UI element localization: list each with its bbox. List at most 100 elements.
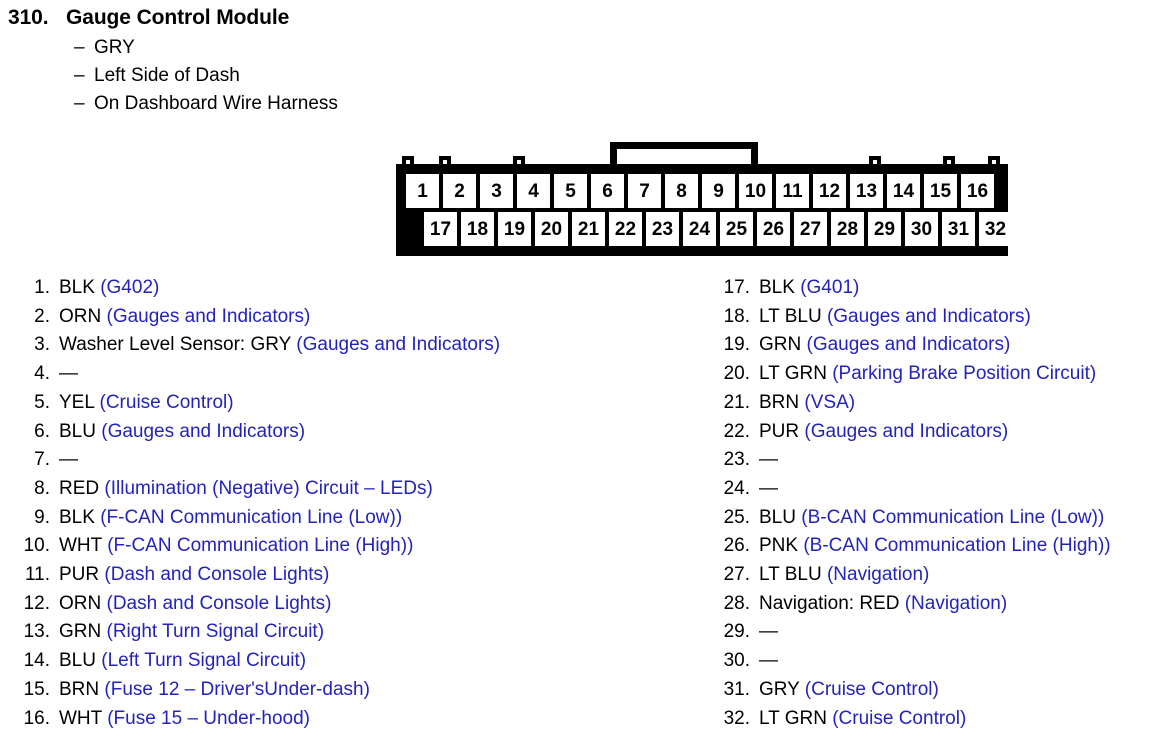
pin-number: 24. — [723, 477, 750, 499]
pin-description: PNK (B-CAN Communication Line (High)) — [759, 532, 1111, 561]
connector-pin-29[interactable]: 29 — [868, 212, 901, 246]
pin-description: BLK (F-CAN Communication Line (Low)) — [59, 504, 402, 533]
connector-tab-icon — [513, 156, 525, 166]
pin-circuit-name: (Left Turn Signal Circuit) — [101, 650, 307, 672]
connector-pin-21[interactable]: 21 — [572, 212, 605, 246]
connector-pin-31[interactable]: 31 — [942, 212, 975, 246]
connector-pin-2[interactable]: 2 — [443, 174, 476, 208]
pin-wire-color: BLK — [59, 506, 101, 528]
pin-list-item: 12. ORN (Dash and Console Lights) — [16, 590, 706, 619]
connector-pin-10[interactable]: 10 — [739, 174, 772, 208]
connector-pin-7[interactable]: 7 — [628, 174, 661, 208]
pin-list-item: 19.GRN (Gauges and Indicators) — [716, 331, 1151, 360]
pin-number: 31. — [723, 678, 750, 700]
connector-pin-18[interactable]: 18 — [461, 212, 494, 246]
connector-pin-3[interactable]: 3 — [480, 174, 513, 208]
pin-number: 32. — [723, 707, 750, 729]
pin-description: WHT (F-CAN Communication Line (High)) — [59, 532, 413, 561]
pin-number: 29. — [723, 621, 750, 643]
module-header: 310. Gauge Control Module – GRY – Left S… — [8, 6, 708, 118]
connector-pin-5[interactable]: 5 — [554, 174, 587, 208]
pin-list-item: 28.Navigation: RED (Navigation) — [716, 590, 1151, 619]
pin-wire-color: WHT — [59, 707, 108, 729]
pin-circuit-name: (B-CAN Communication Line (Low)) — [801, 506, 1105, 528]
connector-pin-20[interactable]: 20 — [535, 212, 568, 246]
pin-number: 22. — [723, 420, 750, 442]
connector-pin-22[interactable]: 22 — [609, 212, 642, 246]
pin-circuit-name: (Gauges and Indicators) — [826, 305, 1031, 327]
pin-circuit-name: (Fuse 15 – Under-hood) — [107, 707, 310, 729]
pin-description: GRN (Right Turn Signal Circuit) — [59, 618, 324, 647]
pin-wire-color: Washer Level Sensor: GRY — [59, 334, 297, 356]
pin-wire-color: BLU — [59, 420, 102, 442]
pin-number: 3. — [34, 334, 50, 356]
pin-number: 12. — [23, 592, 50, 614]
connector-pin-26[interactable]: 26 — [757, 212, 790, 246]
connector-pin-19[interactable]: 19 — [498, 212, 531, 246]
pin-description: ORN (Gauges and Indicators) — [59, 303, 310, 332]
connector-pin-16[interactable]: 16 — [961, 174, 994, 208]
pin-number: 4. — [34, 363, 50, 385]
pin-number: 26. — [723, 535, 750, 557]
pin-list-item: 7.— — [16, 446, 706, 475]
pin-description: BLU (B-CAN Communication Line (Low)) — [759, 504, 1104, 533]
pin-list-item: 6.BLU (Gauges and Indicators) — [16, 418, 706, 447]
pin-description: BRN (Fuse 12 – Driver'sUnder-dash) — [59, 676, 370, 705]
pin-list-item: 21.BRN (VSA) — [716, 389, 1151, 418]
connector-pin-11[interactable]: 11 — [776, 174, 809, 208]
connector-pin-28[interactable]: 28 — [831, 212, 864, 246]
pin-description: PUR (Dash and Console Lights) — [59, 561, 329, 590]
pin-circuit-name: (Cruise Control) — [804, 678, 939, 700]
pin-number: 8. — [34, 477, 50, 499]
pin-wire-color: ORN — [59, 592, 107, 614]
connector-tab-icon — [869, 156, 881, 166]
pin-circuit-name: (Dash and Console Lights) — [106, 592, 332, 614]
connector-pin-14[interactable]: 14 — [887, 174, 920, 208]
pin-circuit-name: (Gauges and Indicators) — [296, 334, 501, 356]
module-title: Gauge Control Module — [66, 6, 290, 29]
pin-wire-color: BRN — [759, 391, 805, 413]
pin-description: — — [59, 360, 78, 389]
connector-latch-icon — [610, 142, 758, 164]
connector-pin-9[interactable]: 9 — [702, 174, 735, 208]
pin-description: ORN (Dash and Console Lights) — [59, 590, 331, 619]
connector-pin-4[interactable]: 4 — [517, 174, 550, 208]
connector-pin-13[interactable]: 13 — [850, 174, 883, 208]
pin-description: GRN (Gauges and Indicators) — [759, 331, 1010, 360]
pin-description: LT GRN (Parking Brake Position Circuit) — [759, 360, 1096, 389]
connector-pin-23[interactable]: 23 — [646, 212, 679, 246]
connector-pin-30[interactable]: 30 — [905, 212, 938, 246]
pin-description: BLK (G402) — [59, 274, 159, 303]
pin-wire-color: PNK — [759, 535, 804, 557]
pin-number: 18. — [723, 305, 750, 327]
connector-pin-15[interactable]: 15 — [924, 174, 957, 208]
pin-list-item: 2.ORN (Gauges and Indicators) — [16, 303, 706, 332]
pin-wire-color: ORN — [59, 305, 107, 327]
pin-description: LT BLU (Navigation) — [759, 561, 929, 590]
pin-number: 6. — [34, 420, 50, 442]
connector-pin-24[interactable]: 24 — [683, 212, 716, 246]
pin-wire-color: LT BLU — [759, 564, 827, 586]
pin-empty-marker: — — [59, 363, 78, 385]
connector-pin-1[interactable]: 1 — [406, 174, 439, 208]
connector-pin-12[interactable]: 12 — [813, 174, 846, 208]
pin-number: 20. — [723, 363, 750, 385]
connector-pin-6[interactable]: 6 — [591, 174, 624, 208]
pin-list-item: 5.YEL (Cruise Control) — [16, 389, 706, 418]
pin-description: RED (Illumination (Negative) Circuit – L… — [59, 475, 433, 504]
pin-description: — — [759, 647, 778, 676]
connector-tab-icon — [439, 156, 451, 166]
connector-pin-8[interactable]: 8 — [665, 174, 698, 208]
connector-pin-27[interactable]: 27 — [794, 212, 827, 246]
connector-pin-25[interactable]: 25 — [720, 212, 753, 246]
pin-description: GRY (Cruise Control) — [759, 676, 939, 705]
pin-empty-marker: — — [759, 477, 778, 499]
connector-pin-17[interactable]: 17 — [424, 212, 457, 246]
pin-number: 10. — [23, 535, 50, 557]
pin-circuit-name: (Gauges and Indicators) — [804, 420, 1009, 442]
pin-wire-color: YEL — [59, 391, 100, 413]
pin-wire-color: LT GRN — [759, 707, 833, 729]
connector-pin-32[interactable]: 32 — [979, 212, 1012, 246]
pin-description: LT BLU (Gauges and Indicators) — [759, 303, 1031, 332]
